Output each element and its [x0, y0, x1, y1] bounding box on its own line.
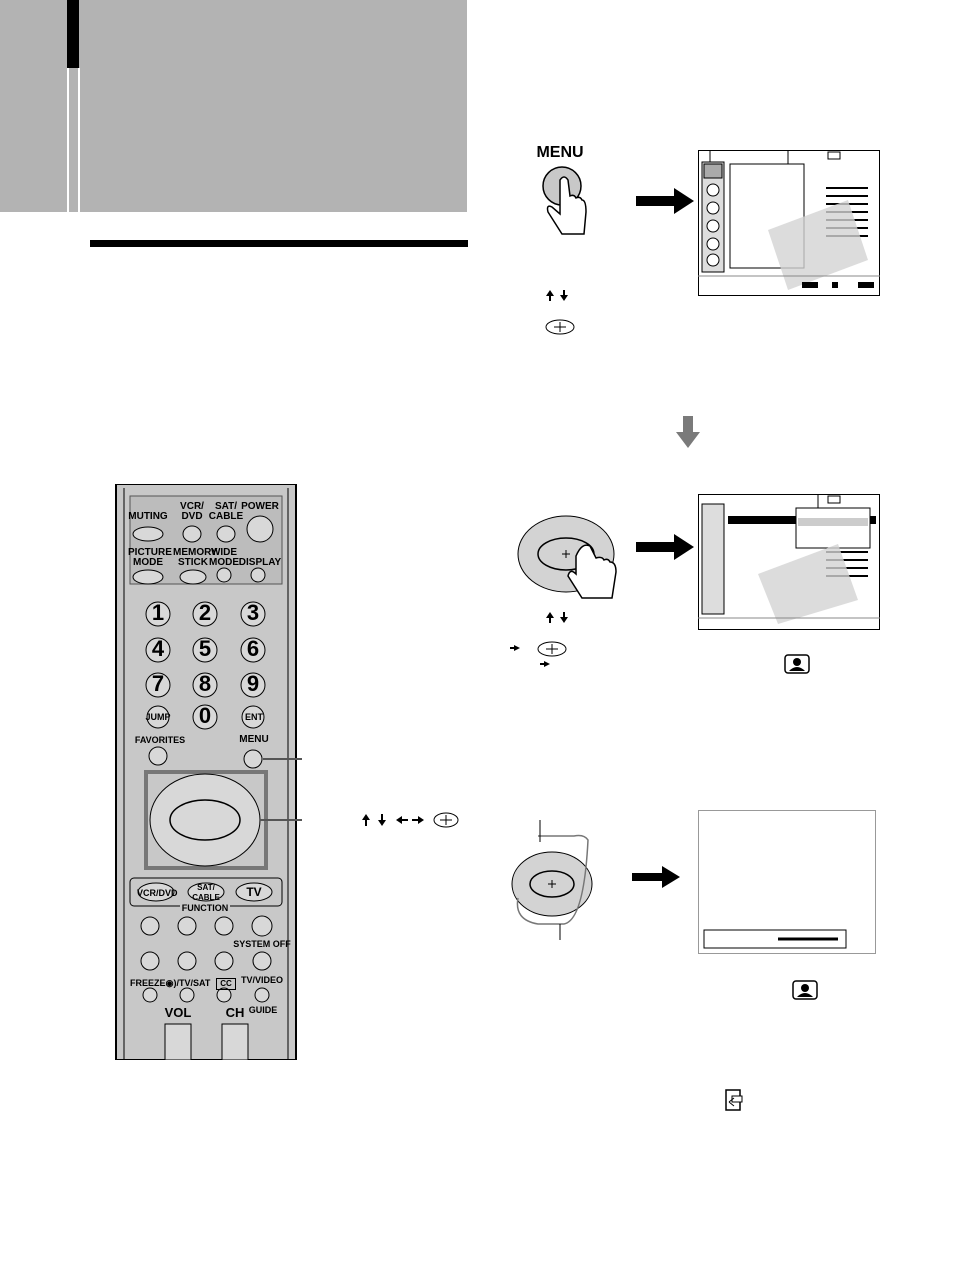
arrows-enter-legend [362, 812, 459, 828]
func-tv-label[interactable]: TV [246, 885, 262, 899]
menu-label: MENU [239, 734, 269, 745]
picture-icon [784, 654, 810, 674]
vcr-dvd-label: VCR/DVD [180, 501, 204, 522]
tv-adjust-screen [698, 810, 876, 954]
menu-press-illustration [542, 166, 587, 235]
favorites-label: FAVORITES [134, 735, 186, 745]
func-sat-cable-label[interactable]: SAT/CABLE [192, 883, 220, 902]
tv-video-label: TV/VIDEO [240, 975, 283, 985]
down-arrow-icon [676, 416, 700, 448]
digit-9[interactable]: 9 [246, 671, 260, 696]
digit-0[interactable]: 0 [198, 703, 212, 728]
digit-4[interactable]: 4 [151, 636, 165, 661]
digit-8[interactable]: 8 [198, 671, 212, 696]
power-label: POWER [241, 501, 279, 512]
right-arrow-icon [636, 534, 694, 560]
right-arrow-icon [632, 866, 680, 888]
dpad-press-illustration [517, 515, 617, 599]
dpad-updown-illustration [511, 820, 593, 940]
display-label: DISPLAY [238, 557, 282, 568]
header-divider-line [78, 68, 80, 212]
header-divider-line [67, 68, 69, 212]
digit-1[interactable]: 1 [151, 600, 165, 625]
tv-menu-screen [698, 150, 880, 296]
up-down-arrows-icon [546, 612, 568, 623]
digit-2[interactable]: 2 [198, 600, 212, 625]
step1-menu-label: MENU [536, 144, 584, 161]
cc-label: CC [216, 978, 236, 990]
digit-7[interactable]: 7 [151, 671, 165, 696]
ent-label[interactable]: ENT [245, 712, 263, 722]
right-enter-legend [510, 641, 567, 667]
tv-submenu-screen [698, 494, 880, 630]
remote-control [115, 484, 302, 1060]
digit-6[interactable]: 6 [246, 636, 260, 661]
picture-icon [792, 980, 818, 1000]
chapter-tab-marker [67, 0, 79, 68]
up-down-arrows-icon [546, 290, 568, 301]
right-arrow-icon [636, 188, 694, 214]
func-vcr-dvd-label[interactable]: VCR/DVD [137, 888, 178, 898]
sat-cable-label: SAT/CABLE [208, 501, 244, 522]
digit-3[interactable]: 3 [246, 600, 260, 625]
section-rule [90, 240, 468, 247]
system-off-label: SYSTEM OFF [233, 939, 291, 949]
function-label: FUNCTION [180, 903, 230, 913]
vol-label: VOL [164, 1005, 192, 1020]
freeze-label: FREEZE [130, 978, 166, 988]
jump-label[interactable]: JUMP [145, 712, 171, 722]
digit-5[interactable]: 5 [198, 636, 212, 661]
ch-label: CH [225, 1005, 245, 1020]
muting-label: MUTING [128, 511, 168, 522]
enter-button-icon [545, 319, 575, 335]
guide-label: GUIDE [248, 1005, 278, 1015]
exit-icon [725, 1089, 743, 1111]
tv-sat-label: ◉)/TV/SAT [165, 978, 211, 988]
